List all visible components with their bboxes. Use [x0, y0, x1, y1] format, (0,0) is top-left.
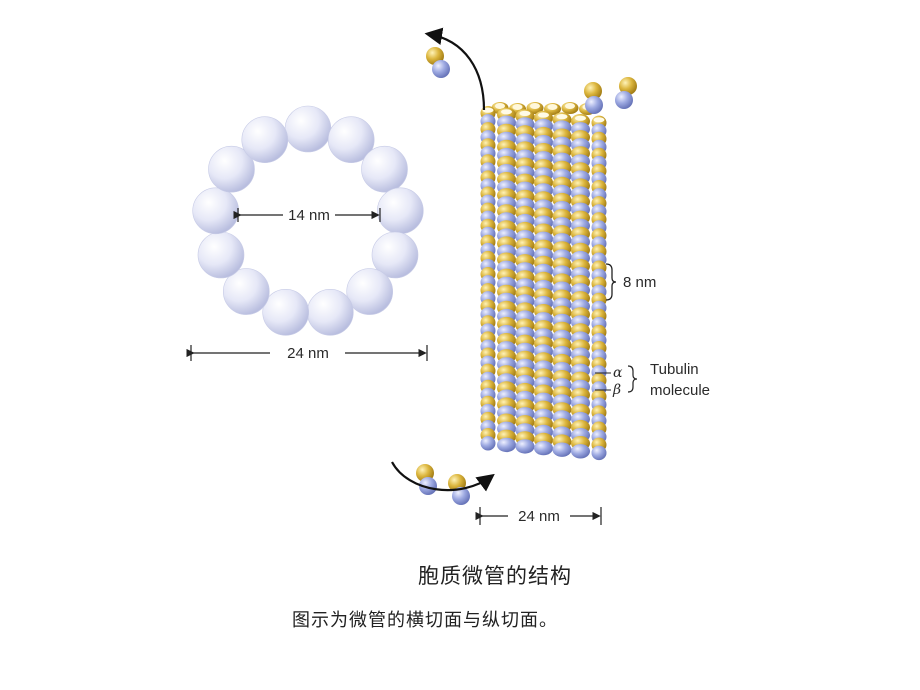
- tubulin-label: Tubulin: [650, 361, 699, 378]
- microtubule-longitudinal: [480, 102, 607, 461]
- tubulin-subunit: [593, 117, 605, 123]
- tubulin-subunit: [538, 112, 549, 118]
- inner-diameter-dimension: 14 nm: [233, 207, 381, 224]
- tubulin-subunit: [571, 444, 590, 459]
- beta-label: β: [612, 382, 621, 398]
- caption-subtitle: 图示为微管的横切面与纵切面。: [292, 610, 558, 631]
- molecule-label: molecule: [650, 382, 710, 399]
- spacing-label: 8 nm: [623, 274, 656, 291]
- tubulin-subunit: [530, 103, 540, 109]
- tubulin-subunit: [547, 104, 558, 110]
- tubulin-subunit: [556, 114, 568, 120]
- tubulin-subunit: [552, 442, 572, 457]
- tubulin-labels: α β Tubulin molecule: [595, 361, 710, 399]
- tubulin-subunit: [241, 116, 289, 163]
- dimer-bottom-right: [448, 474, 470, 505]
- tubulin-subunit: [223, 268, 270, 315]
- caption-title: 胞质微管的结构: [418, 564, 572, 588]
- tubulin-subunit: [575, 115, 586, 121]
- inner-diameter-label: 14 nm: [288, 207, 330, 224]
- tube-width-label: 24 nm: [518, 508, 560, 525]
- tubulin-subunit: [515, 439, 535, 454]
- tubulin-subunit: [306, 288, 354, 336]
- tubulin-subunit: [327, 116, 375, 163]
- tubulin-subunit: [591, 445, 607, 461]
- dimer-bottom-left: [416, 464, 437, 495]
- cross-section-ring: [192, 105, 424, 336]
- tube-width-dimension: 24 nm: [475, 507, 602, 525]
- dimer-top-right-1: [584, 82, 603, 114]
- tubulin-subunit: [482, 107, 494, 113]
- tubulin-subunit: [262, 288, 310, 336]
- alpha-label: α: [613, 365, 623, 381]
- tubulin-subunit: [197, 231, 245, 279]
- tubulin-subunit: [565, 103, 575, 109]
- tubulin-subunit: [361, 145, 408, 193]
- tubulin-subunit: [534, 440, 553, 456]
- tubulin-subunit: [512, 104, 523, 110]
- depolymerization-arrow: [424, 27, 486, 111]
- tubulin-subunit: [284, 105, 332, 153]
- tubulin-subunit: [480, 436, 496, 451]
- tubulin-subunit: [497, 437, 516, 453]
- spacing-brace: 8 nm: [605, 263, 656, 301]
- tubulin-subunit: [376, 187, 424, 235]
- dimer-top-right-2: [615, 77, 637, 109]
- tubulin-subunit: [346, 268, 394, 315]
- outer-diameter-label: 24 nm: [287, 345, 329, 362]
- tubulin-subunit: [371, 231, 419, 279]
- dimer-top-left: [426, 47, 450, 78]
- tubulin-subunit: [192, 187, 239, 235]
- polymerization-arrow: [391, 461, 495, 492]
- tubulin-subunit: [501, 109, 512, 115]
- outer-diameter-dimension: 24 nm: [186, 345, 428, 362]
- tubulin-subunit: [208, 145, 255, 193]
- tubulin-subunit: [519, 110, 531, 116]
- tubulin-subunit: [495, 103, 505, 109]
